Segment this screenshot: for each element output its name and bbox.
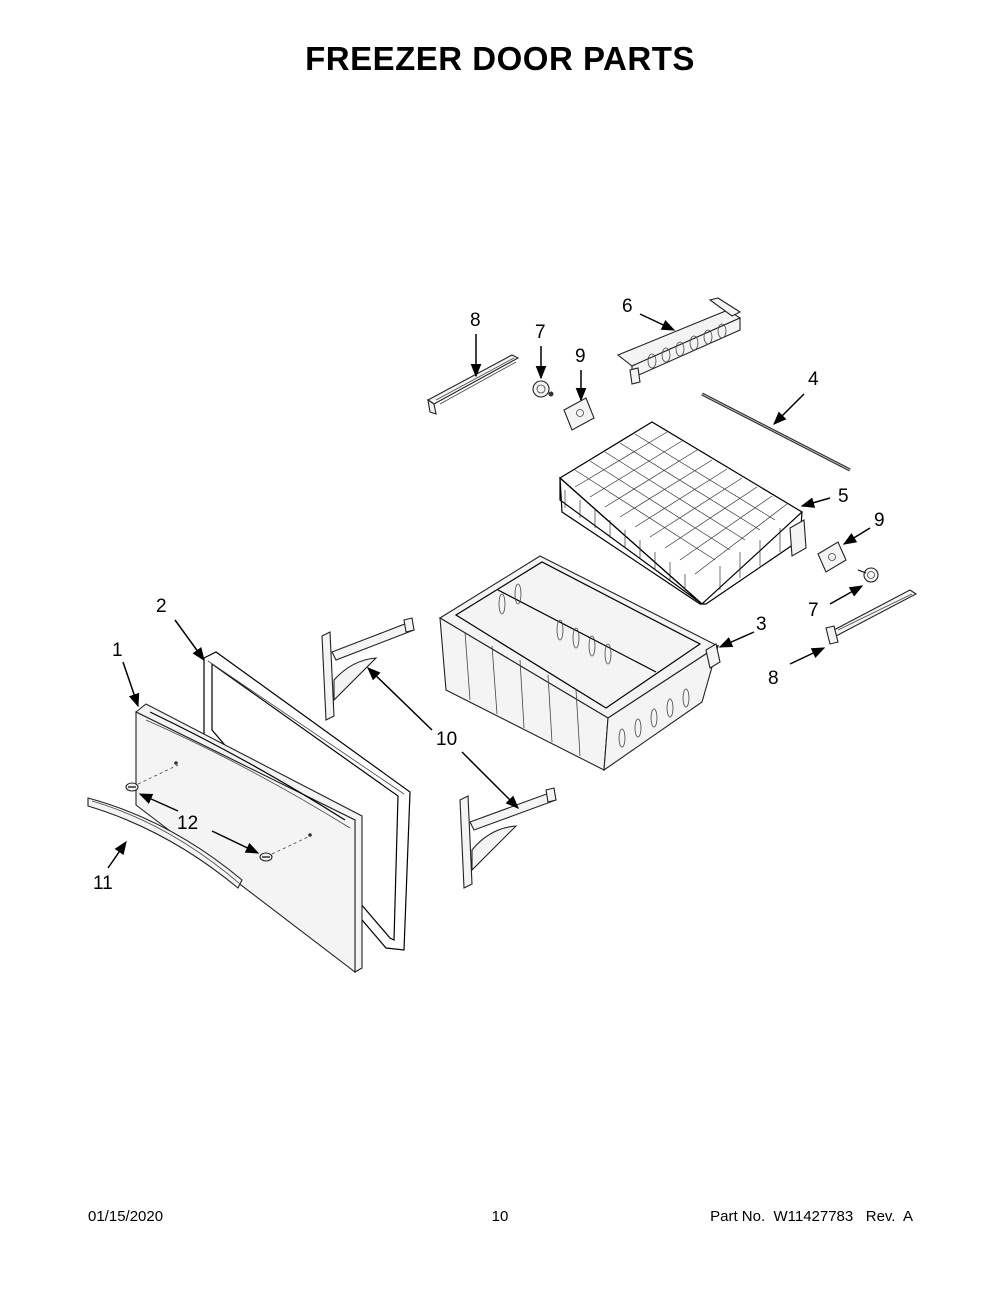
handle-screws — [125, 764, 309, 862]
callout-7-upper: 7 — [535, 322, 546, 343]
freezer-bin — [438, 555, 721, 772]
drawer-bracket-lower — [459, 787, 557, 889]
slide-rail-lower — [825, 589, 918, 645]
roller-gear-upper — [532, 380, 554, 398]
callout-8-lower: 8 — [768, 668, 779, 689]
callout-9-lower: 9 — [874, 510, 885, 531]
callout-7-lower: 7 — [808, 600, 819, 621]
freezer-door-panel — [134, 703, 363, 974]
footer-part-number: Part No. W11427783 Rev. A — [710, 1208, 913, 1225]
callout-12: 12 — [177, 813, 198, 834]
bracket-plate-lower — [817, 541, 847, 573]
footer-page-number: 10 — [491, 1208, 509, 1225]
bracket-plate-upper — [563, 397, 595, 431]
footer-date: 01/15/2020 — [88, 1208, 164, 1225]
door-handle — [87, 797, 243, 889]
callout-10: 10 — [436, 729, 457, 750]
page-title: FREEZER DOOR PARTS — [305, 40, 695, 77]
callout-labels: 1 2 3 4 5 6 7 7 8 8 9 9 10 11 12 — [93, 296, 885, 894]
callout-2: 2 — [156, 596, 167, 617]
drawer-bracket-upper — [321, 617, 415, 721]
screw-upper — [125, 764, 179, 792]
callout-9-upper: 9 — [575, 346, 586, 367]
callout-1: 1 — [112, 640, 123, 661]
basket-divider — [616, 297, 742, 385]
callout-3: 3 — [756, 614, 767, 635]
callout-4: 4 — [808, 369, 819, 390]
support-rod — [701, 392, 851, 472]
callout-11: 11 — [93, 873, 113, 894]
wire-basket — [558, 421, 807, 605]
screw-lower — [259, 836, 309, 862]
callout-8-upper: 8 — [470, 310, 481, 331]
slide-rail-upper — [426, 354, 520, 415]
leader-arrows — [107, 313, 871, 869]
roller-gear-lower — [857, 567, 879, 583]
callout-6: 6 — [622, 296, 633, 317]
callout-5: 5 — [838, 486, 849, 507]
